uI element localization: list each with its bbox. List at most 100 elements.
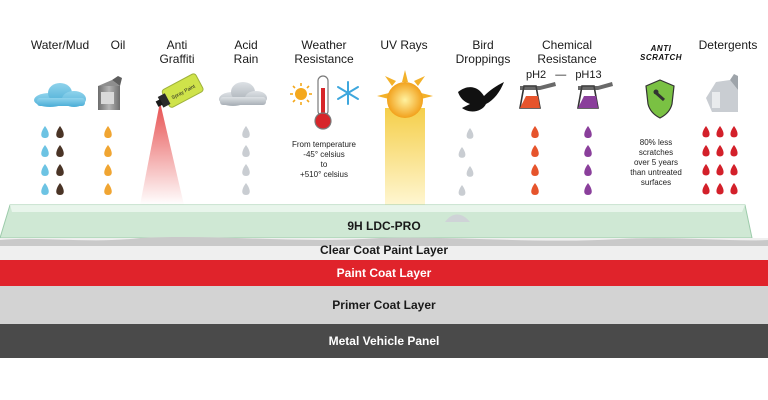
layer-label: Metal Vehicle Panel bbox=[328, 334, 440, 348]
detergent-drop bbox=[702, 145, 710, 157]
thermometer-icon bbox=[314, 75, 332, 130]
mud-drop bbox=[56, 183, 64, 195]
ph-range: pH2 — pH13 bbox=[526, 69, 602, 81]
note-line: From temperature bbox=[291, 140, 357, 149]
ph-high: pH13 bbox=[575, 69, 602, 81]
oil-drop bbox=[104, 145, 112, 157]
detergent-drop bbox=[702, 183, 710, 195]
label-detergents: Detergents bbox=[688, 38, 768, 52]
layer-label: Primer Coat Layer bbox=[332, 298, 436, 312]
detergent-bottle-icon bbox=[706, 74, 738, 112]
label-line: Graffiti bbox=[159, 52, 195, 66]
label-uv-rays: UV Rays bbox=[364, 38, 444, 52]
water-drop bbox=[41, 183, 49, 195]
label-line: Water/Mud bbox=[30, 38, 90, 52]
label-line: Anti bbox=[166, 38, 188, 52]
acid-drop bbox=[242, 183, 250, 195]
oil-drop bbox=[104, 183, 112, 195]
mud-drop bbox=[56, 126, 64, 138]
label-line: Droppings bbox=[455, 52, 511, 66]
layer-paint-coat: Paint Coat Layer bbox=[0, 260, 768, 286]
mud-drop bbox=[56, 145, 64, 157]
label-line: Detergents bbox=[698, 38, 758, 52]
primer-coat-layer bbox=[0, 286, 768, 324]
label-bird-droppings: Bird Droppings bbox=[443, 38, 523, 66]
chemical-purple-drop bbox=[584, 183, 592, 195]
note-line: to bbox=[320, 160, 328, 169]
water-drop bbox=[41, 164, 49, 176]
chemical-red-drop bbox=[531, 145, 539, 157]
clear-coat-layer bbox=[0, 237, 768, 260]
chemical-purple-drop bbox=[584, 164, 592, 176]
chemical-red-drop bbox=[531, 126, 539, 138]
detergent-drop bbox=[702, 126, 710, 138]
oil-can-icon bbox=[98, 76, 122, 110]
detergent-drop bbox=[716, 145, 724, 157]
acid-drop bbox=[242, 126, 250, 138]
oil-drop bbox=[104, 164, 112, 176]
water-drop bbox=[41, 145, 49, 157]
layer-coating: 9H LDC-PRO bbox=[0, 218, 768, 234]
label-line: Resistance bbox=[537, 52, 597, 66]
label-line: Bird bbox=[472, 38, 494, 52]
label-line: Chemical bbox=[541, 38, 592, 52]
paint-coat-layer bbox=[0, 260, 768, 286]
note-line: +510° celsius bbox=[300, 170, 348, 179]
weather-note: From temperature -45° celsius to +510° c… bbox=[272, 140, 376, 180]
bird-drop bbox=[458, 185, 466, 196]
detergent-drop bbox=[716, 164, 724, 176]
label-chemical-resistance: Chemical Resistance bbox=[527, 38, 607, 66]
label-oil: Oil bbox=[78, 38, 158, 52]
label-anti-graffiti: Anti Graffiti bbox=[137, 38, 217, 66]
detergent-drop bbox=[730, 164, 738, 176]
label-line: UV Rays bbox=[380, 38, 428, 52]
detergent-drop bbox=[730, 145, 738, 157]
chemical-purple-drop bbox=[584, 126, 592, 138]
oil-drop bbox=[104, 126, 112, 138]
uv-beam bbox=[385, 108, 425, 210]
label-line: Oil bbox=[110, 38, 126, 52]
cloud-icon bbox=[34, 83, 86, 107]
label-line: Weather bbox=[301, 38, 347, 52]
flask-red-icon bbox=[519, 82, 556, 109]
scratch-note: 80% less scratches over 5 years than unt… bbox=[616, 138, 696, 188]
label-weather-resistance: Weather Resistance bbox=[284, 38, 364, 66]
bird-drop bbox=[466, 166, 474, 177]
chemical-red-drop bbox=[531, 183, 539, 195]
layer-metal-panel: Metal Vehicle Panel bbox=[0, 324, 768, 358]
detergent-drop bbox=[730, 183, 738, 195]
layer-label: Clear Coat Paint Layer bbox=[319, 243, 449, 257]
label-line: Acid bbox=[234, 38, 258, 52]
detergent-drop bbox=[702, 164, 710, 176]
note-line: -45° celsius bbox=[303, 150, 345, 159]
acid-drop bbox=[242, 145, 250, 157]
detergent-drop bbox=[716, 126, 724, 138]
acid-cloud-icon bbox=[219, 82, 267, 106]
chemical-purple-drop bbox=[584, 145, 592, 157]
bird-drop bbox=[466, 128, 474, 139]
coating-layer bbox=[0, 204, 753, 239]
note-line: than untreated bbox=[630, 168, 682, 177]
layer-primer-coat: Primer Coat Layer bbox=[0, 286, 768, 324]
note-line: surfaces bbox=[640, 178, 672, 187]
note-line: over 5 years bbox=[633, 158, 679, 167]
anti-logo-line: ANTI bbox=[650, 44, 672, 53]
water-drop bbox=[41, 126, 49, 138]
label-line: Resistance bbox=[294, 52, 354, 66]
sun-small-icon bbox=[290, 83, 312, 105]
spray-paint-icon: Spray Paint bbox=[140, 73, 204, 205]
layer-clear-coat: Clear Coat Paint Layer bbox=[0, 240, 768, 260]
metal-panel-layer bbox=[0, 324, 768, 358]
anti-logo-line: SCRATCH bbox=[639, 53, 682, 62]
flask-purple-icon bbox=[577, 82, 613, 109]
bird-drop bbox=[458, 147, 466, 158]
label-water-mud: Water/Mud bbox=[20, 38, 100, 52]
layer-label: 9H LDC-PRO bbox=[347, 219, 421, 233]
note-line: scratches bbox=[638, 148, 674, 157]
ph-low: pH2 bbox=[526, 69, 547, 81]
shield-icon bbox=[645, 79, 675, 119]
label-acid-rain: Acid Rain bbox=[206, 38, 286, 66]
layer-label: Paint Coat Layer bbox=[336, 266, 432, 280]
